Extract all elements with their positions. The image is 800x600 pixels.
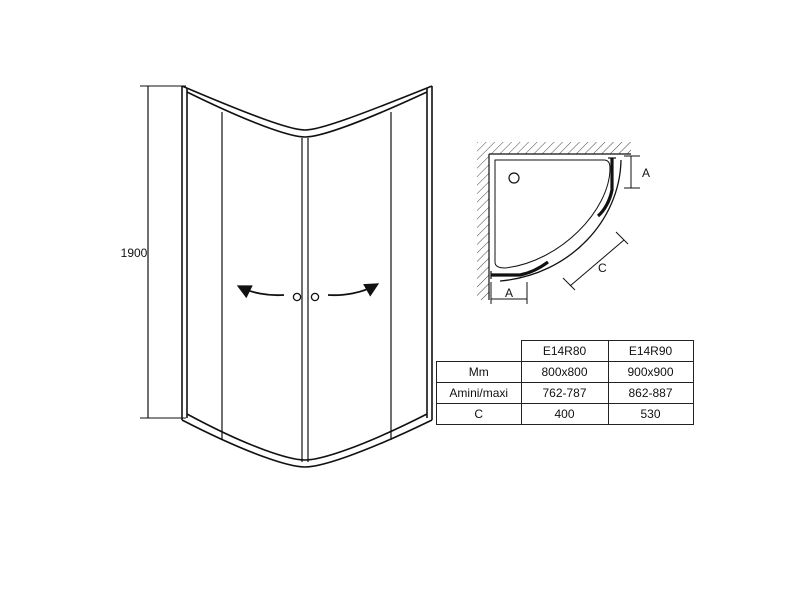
bottom-curved-rail xyxy=(181,413,433,468)
table-header-row: E14R80 E14R90 xyxy=(436,340,694,362)
right-glass-panel xyxy=(596,158,614,218)
table-cell: Amini/maxi xyxy=(436,382,522,404)
panel-dividers xyxy=(221,112,392,462)
back-wall-hatch xyxy=(477,142,631,154)
table-cell: Mm xyxy=(436,361,522,383)
table-cell: C xyxy=(436,403,522,425)
table-cell: 530 xyxy=(607,403,694,425)
left-door-knob xyxy=(292,292,302,302)
table-cell: 762-787 xyxy=(520,382,609,404)
plan-label-a-bottom: A xyxy=(505,286,513,300)
shower-tray xyxy=(494,159,611,269)
right-slide-arrow-icon xyxy=(327,283,380,297)
table-header-cell: E14R90 xyxy=(607,340,694,362)
table-header-cell xyxy=(436,340,522,362)
plan-label-a-side: A xyxy=(642,166,650,180)
table-header-cell: E14R80 xyxy=(520,340,609,362)
dimension-a-bottom xyxy=(490,282,528,304)
drain-icon xyxy=(508,172,520,184)
bottom-glass-panel xyxy=(491,260,549,277)
specification-table: E14R80 E14R90 Mm 800x800 900x900 Amini/m… xyxy=(436,340,694,425)
enclosure-outer-curve xyxy=(499,159,622,282)
frame-posts xyxy=(181,86,433,420)
left-slide-arrow-icon xyxy=(236,285,285,299)
table-cell: 862-887 xyxy=(607,382,694,404)
table-row: Mm 800x800 900x900 xyxy=(436,361,694,383)
dimension-c xyxy=(562,231,629,291)
table-cell: 400 xyxy=(520,403,609,425)
front-view-shower xyxy=(140,85,433,468)
top-curved-rail xyxy=(181,85,433,138)
table-row: C 400 530 xyxy=(436,403,694,425)
plan-view xyxy=(477,142,640,304)
height-label: 1900 xyxy=(121,246,148,260)
plan-label-c: C xyxy=(598,261,607,275)
table-cell: 800x800 xyxy=(520,361,609,383)
dimension-a-side xyxy=(624,155,640,189)
table-row: Amini/maxi 762-787 862-887 xyxy=(436,382,694,404)
height-dimension xyxy=(140,85,186,419)
right-door-knob xyxy=(310,292,320,302)
table-cell: 900x900 xyxy=(607,361,694,383)
side-wall-hatch xyxy=(477,154,489,300)
